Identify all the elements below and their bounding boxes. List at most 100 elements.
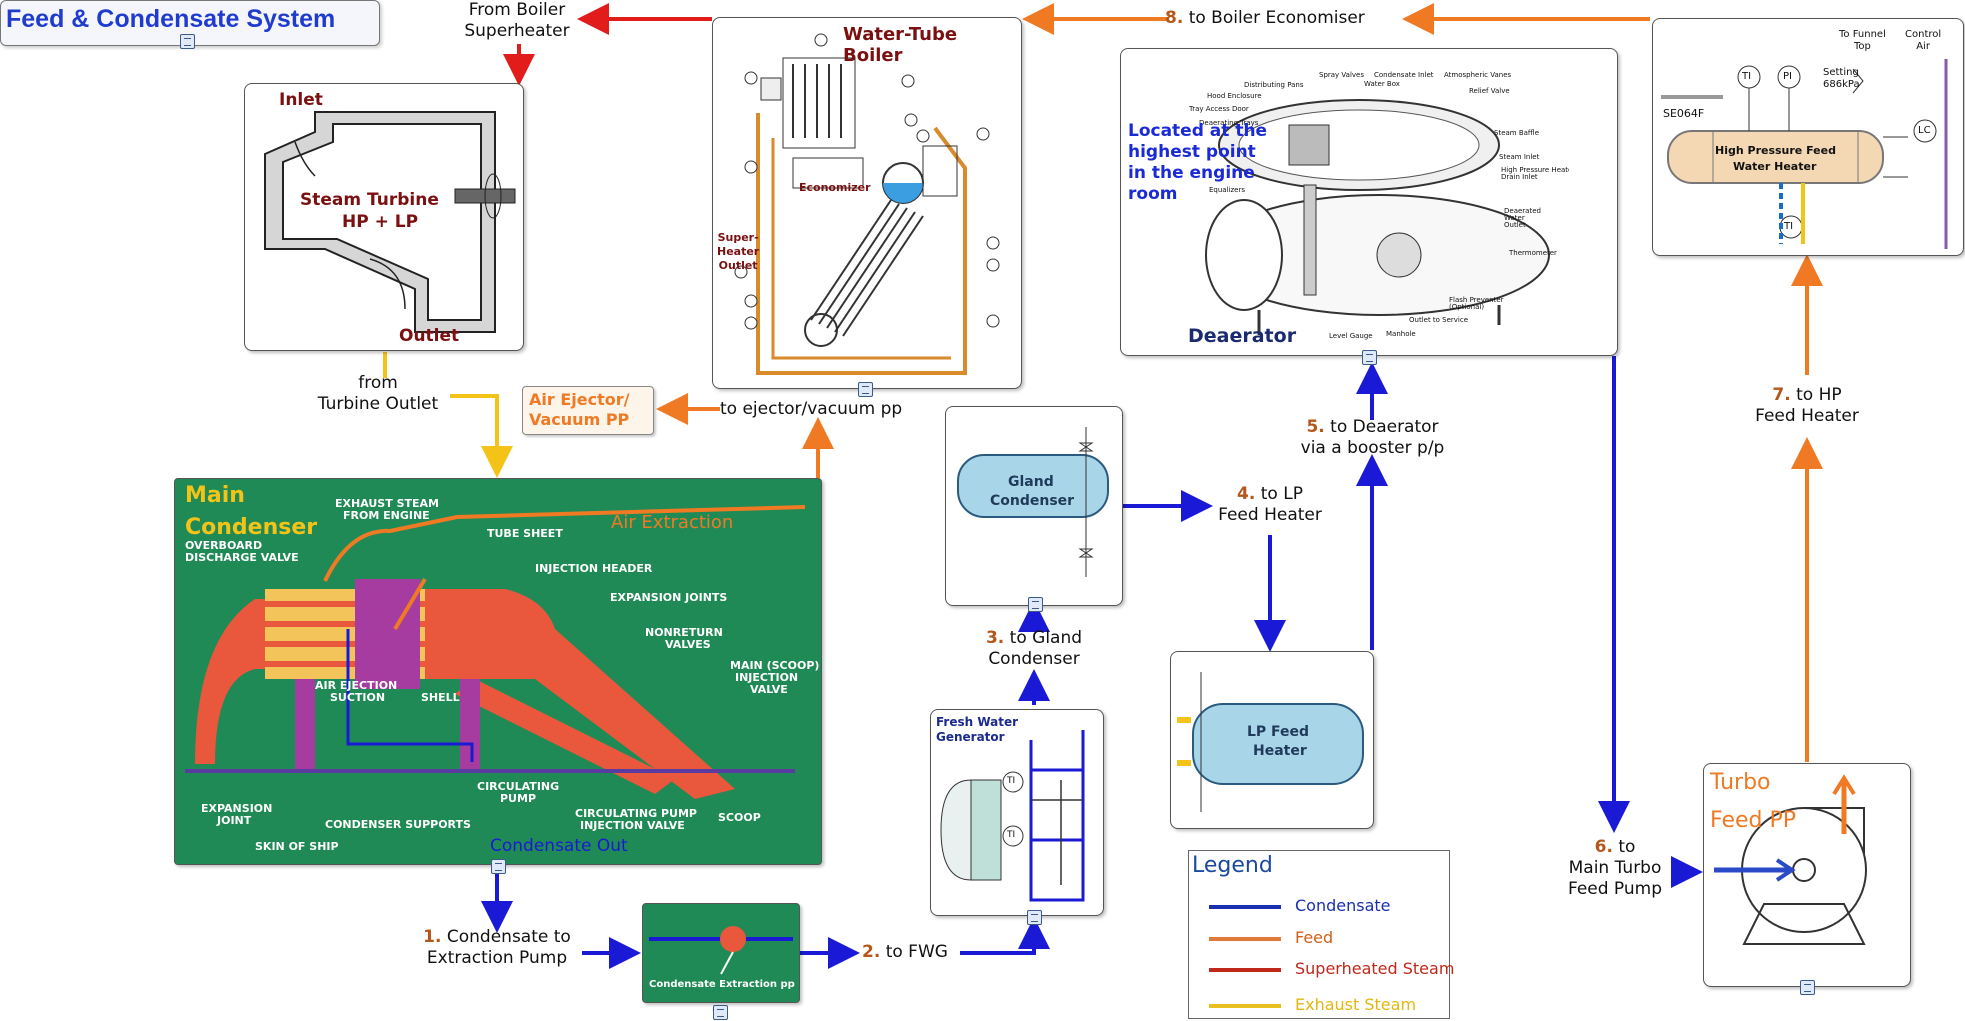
step6-label: 6. to Main Turbo Feed Pump [1555,837,1675,900]
legend-label-condensate: Condensate [1295,896,1391,915]
svg-text:VALVE: VALVE [750,683,788,696]
svg-text:Outlet: Outlet [1504,221,1526,229]
svg-text:MAIN (SCOOP): MAIN (SCOOP) [730,659,819,672]
condenser-doc-icon[interactable] [491,859,506,874]
fwg-panel[interactable]: Fresh Water Generator TI TI [930,709,1104,925]
from-turbine-label: from Turbine Outlet [298,373,458,415]
step3-text-2: Condenser [988,649,1080,669]
svg-text:DISCHARGE VALVE: DISCHARGE VALVE [185,551,299,564]
turbo-doc-icon[interactable] [1800,980,1815,995]
fwg-ti-label-1: TI [1007,776,1016,786]
hp-heater-drawing [1661,59,1948,249]
step5-text-1: to Deaerator [1330,417,1439,437]
svg-text:Steam Baffle: Steam Baffle [1494,129,1539,137]
hp-heater-panel[interactable]: TI PI LC TI SE064F Setting 686kPa To Fun… [1652,18,1964,256]
hp-setting-label: Setting 686kPa [1823,67,1860,90]
turbo-feed-pump-panel[interactable]: Turbo Feed PP [1703,763,1911,995]
steam-turbine-panel[interactable]: Inlet Steam Turbine HP + LP Outlet [244,83,524,351]
svg-text:Deaerating Trays: Deaerating Trays [1199,119,1259,127]
legend-swatch-superheated [1209,968,1281,972]
air-ejector-box[interactable]: Air Ejector/ Vacuum PP [522,386,654,435]
legend-label-exhaust: Exhaust Steam [1295,995,1417,1014]
from-turbine-line2: Turbine Outlet [317,394,439,414]
svg-text:JOINT: JOINT [216,814,252,827]
boiler-economizer-label: Economizer [799,181,871,194]
step5-label: 5. to Deaerator via a booster p/p [1285,417,1460,459]
hp-pi-label: PI [1783,71,1792,82]
boiler-drawing [734,33,1000,375]
lp-heater-panel[interactable]: LP Feed Heater [1170,651,1374,829]
boiler-superheater-label: Super- Heater Outlet [717,231,760,272]
svg-text:Deaerated: Deaerated [1504,207,1541,215]
gland-condenser-line1: Gland [1008,474,1054,490]
doc-link-icon[interactable] [180,34,195,49]
extraction-pump-drawing [649,926,793,975]
svg-text:Steam Inlet: Steam Inlet [1499,153,1540,161]
legend-title: Legend [1192,853,1273,878]
step2-num: 2. [862,942,881,962]
legend-swatch-exhaust [1209,1004,1281,1008]
step5-text-2: via a booster p/p [1300,438,1445,458]
svg-text:Hood Enclosure: Hood Enclosure [1207,92,1262,100]
svg-text:EXPANSION: EXPANSION [201,802,272,815]
deaerator-doc-icon[interactable] [1362,350,1377,365]
step4-text-2: Feed Heater [1218,505,1322,525]
svg-text:Manhole: Manhole [1386,330,1416,338]
from-boiler-label: From Boiler Superheater [452,0,582,42]
turbine-name-line2: HP + LP [342,212,419,232]
fwg-doc-icon[interactable] [1027,910,1042,925]
step3-num: 3. [985,628,1005,648]
step6-text-2: Main Turbo [1568,858,1662,878]
hp-funnel-label: To Funnel Top [1839,29,1886,52]
svg-text:Thermometer: Thermometer [1508,249,1557,257]
svg-text:High Pressure Heater: High Pressure Heater [1501,166,1569,174]
step2-label: 2. to FWG [862,942,962,963]
step6-text-3: Feed Pump [1567,879,1663,899]
step1-label: 1. Condensate to Extraction Pump [412,927,582,969]
boiler-title: Water-Tube Boiler [843,24,958,66]
svg-text:EXHAUST STEAM: EXHAUST STEAM [335,497,439,510]
gland-condenser-drawing [957,427,1109,577]
step4-text-1: to LP [1260,484,1303,504]
svg-text:SCOOP: SCOOP [718,811,761,824]
step7-text-1: to HP [1796,385,1842,405]
step1-num: 1. [423,927,442,947]
svg-text:Spray Valves: Spray Valves [1319,71,1364,79]
deaerator-name: Deaerator [1188,325,1297,347]
legend-box: Legend Condensate Feed Superheated Steam… [1188,850,1454,1019]
legend-label-feed: Feed [1295,928,1334,947]
boiler-panel[interactable]: Water-Tube Boiler Economizer Super- Heat… [712,17,1022,397]
legend-swatch-feed [1209,937,1281,941]
turbine-inlet-label: Inlet [279,90,323,110]
condenser-title-line2: Condenser [185,515,318,540]
gland-doc-icon[interactable] [1028,597,1043,612]
lp-heater-line2: Heater [1253,743,1307,759]
air-ejector-line1: Air Ejector/ [529,390,630,409]
hp-heater-name-line1: High Pressure Feed [1715,144,1836,157]
pump-doc-icon[interactable] [713,1005,728,1020]
turbine-name-line1: Steam Turbine [300,190,439,210]
step7-label: 7. to HP Feed Heater [1747,385,1867,427]
boiler-doc-icon[interactable] [858,382,873,397]
svg-text:CONDENSER SUPPORTS: CONDENSER SUPPORTS [325,818,471,831]
svg-text:PUMP: PUMP [500,792,536,805]
extraction-pump-panel[interactable]: Condensate Extraction pp [642,903,800,1020]
lp-heater-drawing [1177,672,1364,812]
to-ejector-label: to ejector/vacuum pp [720,399,903,419]
step3-label: 3. to Gland Condenser [964,628,1104,670]
gland-condenser-panel[interactable]: Gland Condenser [945,406,1123,612]
svg-text:FROM ENGINE: FROM ENGINE [343,509,430,522]
condenser-title-line1: Main [185,483,245,508]
deaerator-note: Located at the highest point in the engi… [1128,121,1268,204]
hp-control-air-label: Control Air [1905,29,1942,52]
step8-text: to Boiler Economiser [1188,8,1365,28]
svg-text:INJECTION VALVE: INJECTION VALVE [580,819,685,832]
legend-label-superheated: Superheated Steam [1295,959,1455,978]
svg-text:Tray Access Door: Tray Access Door [1188,105,1249,113]
svg-text:Water: Water [1504,214,1525,222]
gland-condenser-line2: Condenser [990,493,1075,509]
